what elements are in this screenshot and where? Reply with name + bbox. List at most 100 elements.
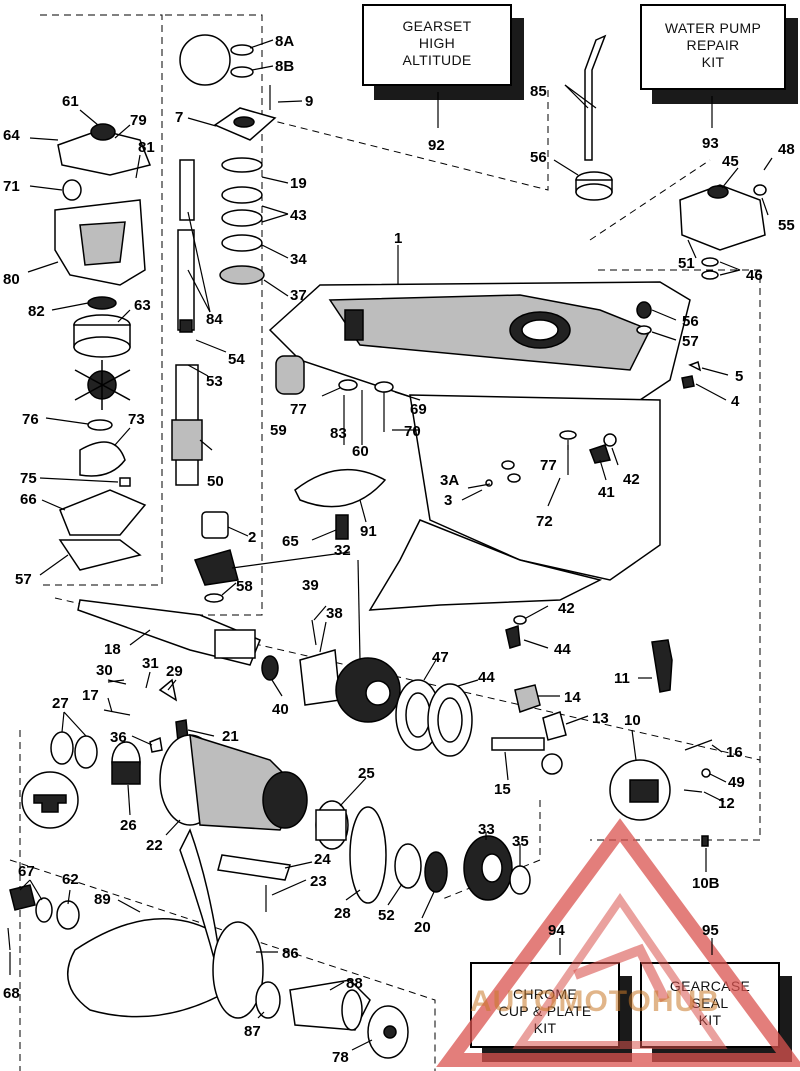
callout-40: 40 [272,701,289,718]
callout-8b: 8B [275,58,294,75]
detent-14 [514,684,541,713]
washer-36 [149,736,163,753]
callout-94: 94 [548,922,565,939]
top-cover-7 [213,107,277,141]
callout-22: 22 [146,837,163,854]
bearing-carrier-22 [159,733,308,831]
gear-67 [9,884,36,911]
callout-52: 52 [378,907,395,924]
callout-14: 14 [564,689,581,706]
kit-label-line: SEAL [691,995,729,1011]
anode-59 [275,355,305,395]
seal-46-lower [701,270,719,280]
dashed-outline-shift-group [590,269,761,841]
callout-69: 69 [410,401,427,418]
callout-88: 88 [346,975,363,992]
dashed-outline-prop-group [9,859,436,1071]
callout-4: 4 [731,393,740,410]
callout-19: 19 [290,175,307,192]
callout-57a: 57 [15,571,32,588]
callout-63: 63 [134,297,151,314]
callout-28: 28 [334,905,351,922]
washer-69 [374,381,394,393]
callout-27: 27 [52,695,69,712]
callout-5: 5 [735,368,743,385]
callout-70: 70 [404,423,421,440]
callout-54: 54 [228,351,245,368]
callout-31: 31 [142,655,159,672]
thrust-bearing-44 [427,683,473,757]
callout-72: 72 [536,513,553,530]
callout-32: 32 [334,542,351,559]
callout-3: 3 [444,492,452,509]
callout-36: 36 [110,729,127,746]
bearing-housing-50 [171,364,203,486]
spacer-87 [255,981,281,1019]
water-tube-85 [584,34,607,161]
callout-21: 21 [222,728,239,745]
callout-7: 7 [175,109,183,126]
callout-59: 59 [270,422,287,439]
kit-label-line: WATER PUMP [664,20,762,36]
forward-gear-32 [335,657,401,723]
callout-46: 46 [746,267,763,284]
callout-numbers: 8A 8B 9 7 19 43 34 37 84 54 53 50 2 58 6… [3,33,795,1066]
impeller [74,360,131,410]
callout-43: 43 [290,207,307,224]
screw-4 [681,375,695,389]
callout-75: 75 [20,470,37,487]
washer-20 [424,851,448,893]
trim-springs [501,460,521,483]
propeller-shaft [77,599,261,666]
pinion-bearing-stack [219,157,265,285]
callout-44a: 44 [554,641,571,658]
leader-lines [9,39,773,1051]
callout-29: 29 [166,663,183,680]
callout-9: 9 [305,93,313,110]
seal-installer-icon [21,771,79,829]
callout-42a: 42 [623,471,640,488]
shim-stack-8 [179,34,254,86]
shift-housing-10 [609,759,671,821]
callout-10: 10 [624,712,641,729]
callout-95: 95 [702,922,719,939]
reverse-gear-33 [463,835,513,901]
washer-58 [204,593,224,603]
thrust-hub-88 [289,979,371,1031]
washer-77 [338,379,358,391]
callout-18: 18 [104,641,121,658]
kit-label-line: GEARSET [402,18,472,34]
kit-label-line: ALTITUDE [402,52,472,68]
callout-13: 13 [592,710,609,727]
ring-40 [261,655,279,681]
bushing-62 [56,900,80,930]
callout-15: 15 [494,781,511,798]
callout-61: 61 [62,93,79,110]
callout-73: 73 [128,411,145,428]
callout-42b: 42 [558,600,575,617]
callout-92: 92 [428,137,445,154]
screw-3 [461,489,483,501]
callout-50: 50 [207,473,224,490]
callout-26: 26 [120,817,137,834]
callout-76: 76 [22,411,39,428]
callout-56a: 56 [530,149,547,166]
pin-39 [311,619,317,646]
callout-34: 34 [290,251,307,268]
callout-62: 62 [62,871,79,888]
screw-41 [589,444,611,464]
seal-ring-82 [87,296,117,310]
callout-64: 64 [3,127,20,144]
callout-8a: 8A [275,33,294,50]
callout-85: 85 [530,83,547,100]
callout-3a: 3A [440,472,459,489]
ball-49 [701,768,711,778]
callout-66: 66 [20,491,37,508]
pump-cup-63 [73,314,131,358]
callout-68: 68 [3,985,20,1002]
plate-66 [59,489,147,536]
pump-housing-kit-45 [679,184,766,251]
callout-10b: 10B [692,875,720,892]
callout-83: 83 [330,425,347,442]
